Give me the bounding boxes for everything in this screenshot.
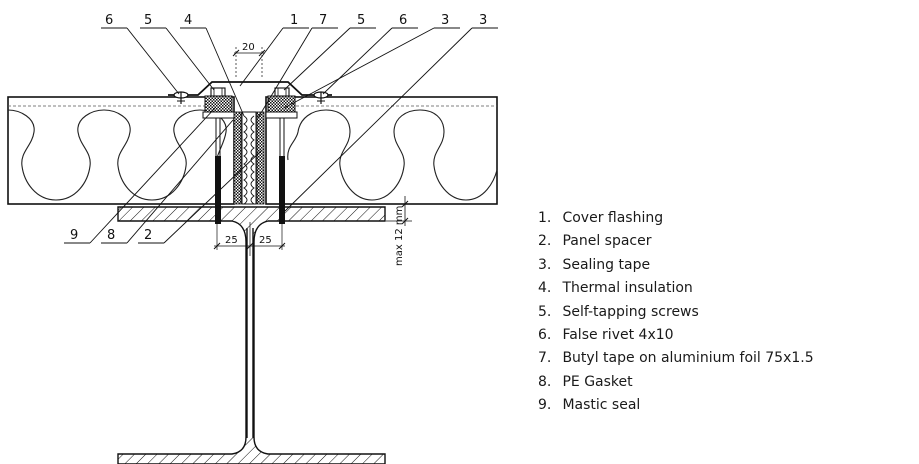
thermal-insulation-joint (233, 111, 265, 205)
legend-item-text: False rivet 4x10 (562, 327, 674, 344)
callout-2: 2 (144, 228, 152, 243)
legend-item: 2. Panel spacer (538, 230, 814, 253)
legend-item-text: Cover flashing (562, 210, 664, 226)
legend-item-text: Sealing tape (562, 256, 651, 273)
legend-item: 5. Self-tapping screws (538, 301, 814, 324)
legend-item-number: 5. (538, 303, 552, 320)
sealing-tape-left (204, 95, 233, 113)
callout-8: 8 (107, 228, 115, 243)
legend-item-text: Self-tapping screws (562, 303, 699, 320)
leader-lines-bottom (64, 107, 263, 244)
callout-6-left: 6 (105, 13, 113, 28)
self-tapping-screw-right (274, 87, 290, 224)
legend-item-number: 1. (538, 210, 552, 226)
leader-lines-top (101, 27, 498, 215)
callout-5-left: 5 (144, 13, 152, 28)
legend-item-number: 3. (538, 256, 552, 273)
legend-list: 1. Cover flashing 2. Panel spacer 3. Sea… (538, 207, 814, 418)
callout-9: 9 (70, 228, 78, 243)
right-panel (265, 96, 498, 205)
callout-3-right: 3 (479, 13, 487, 28)
legend-item-number: 8. (538, 373, 552, 390)
dimension-gap: 20 (232, 42, 266, 78)
self-tapping-screw-left (210, 87, 226, 224)
dimension-flange: 25 25 (213, 222, 286, 256)
washer-right (265, 111, 298, 119)
legend-item-text: Thermal insulation (562, 280, 693, 297)
legend-item-text: Butyl tape on aluminium foil 75x1.5 (562, 350, 814, 367)
legend-item-number: 7. (538, 350, 552, 367)
legend-item: 4. Thermal insulation (538, 277, 814, 300)
dimension-flange-left-label: 25 (225, 235, 238, 246)
callout-1: 1 (290, 13, 298, 28)
cover-flashing (168, 81, 332, 96)
left-panel (7, 96, 235, 205)
legend-item: 3. Sealing tape (538, 254, 814, 277)
legend-item-number: 6. (538, 327, 552, 344)
callout-5-right: 5 (357, 13, 365, 28)
dimension-gap-label: 20 (242, 42, 255, 53)
legend-item-number: 2. (538, 233, 552, 250)
false-rivet-left (173, 91, 189, 104)
legend-item-text: Panel spacer (562, 233, 652, 250)
dimension-max-label: max 12 mm (394, 206, 405, 266)
legend-item: 8. PE Gasket (538, 371, 814, 394)
dimension-flange-right-label: 25 (259, 235, 272, 246)
left-insulation-lobes (7, 109, 227, 201)
legend-item: 1. Cover flashing (538, 207, 814, 230)
false-rivet-right (313, 91, 329, 104)
callout-6-right: 6 (399, 13, 407, 28)
legend-item: 6. False rivet 4x10 (538, 324, 814, 347)
legend-item-text: PE Gasket (562, 373, 633, 390)
callout-3-left: 3 (441, 13, 449, 28)
legend-item-number: 4. (538, 280, 552, 297)
right-insulation-lobes (287, 109, 498, 201)
steel-beam (117, 206, 386, 464)
legend-item-number: 9. (538, 397, 552, 414)
legend-item: 7. Butyl tape on aluminium foil 75x1.5 (538, 347, 814, 370)
dimension-max: max 12 mm (386, 196, 412, 266)
washer-left (202, 111, 235, 119)
callout-4: 4 (184, 13, 192, 28)
callout-7: 7 (319, 13, 327, 28)
legend-item-text: Mastic seal (562, 397, 641, 414)
legend-item: 9. Mastic seal (538, 394, 814, 417)
